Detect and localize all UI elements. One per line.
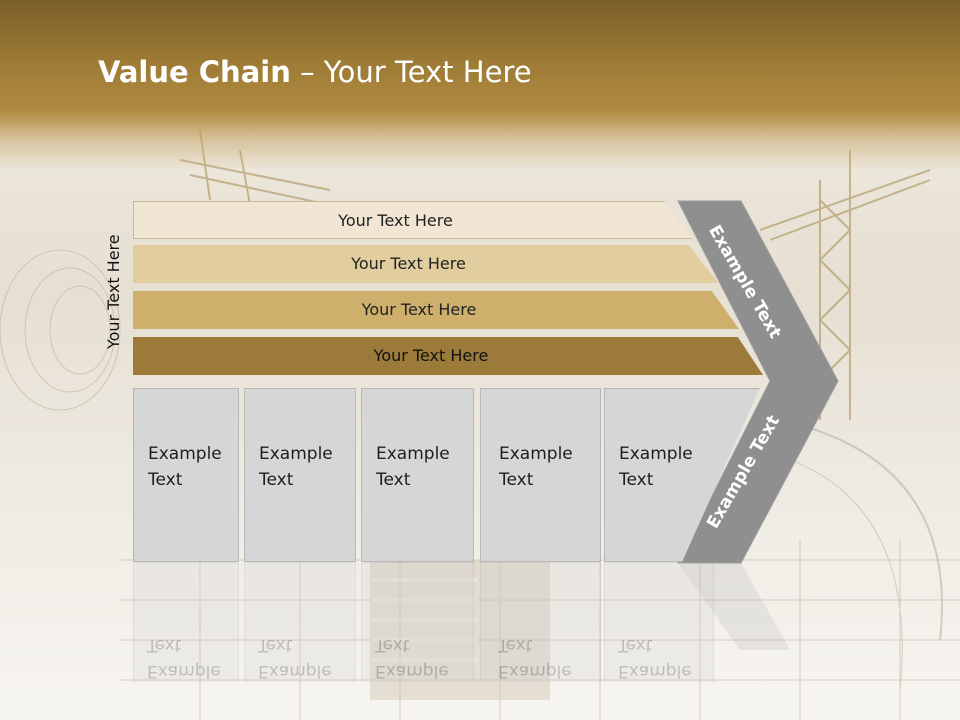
band-label: Your Text Here (361, 300, 477, 319)
card-line-1: Example (499, 444, 573, 464)
reflection-line-2: Text (618, 635, 653, 655)
reflection-line-2: Text (498, 635, 533, 655)
reflection-line-2: Text (375, 635, 410, 655)
card-line-2: Text (259, 470, 294, 490)
card-line-1: Example (376, 444, 450, 464)
card-line-2: Text (619, 470, 654, 490)
card-reflection-4: Example Text (480, 562, 601, 682)
title-rest: – Your Text Here (290, 55, 532, 89)
reflection-line-1: Example (618, 661, 692, 681)
slide-title: Value Chain – Your Text Here (98, 55, 532, 89)
header-band (0, 0, 960, 170)
band-row-2: Your Text Here (133, 245, 718, 283)
card-reflection-5: Example Text (604, 562, 714, 682)
reflection-line-2: Text (258, 635, 293, 655)
reflection-line-1: Example (258, 661, 332, 681)
band-row-3: Your Text Here (133, 291, 739, 329)
card-line-1: Example (148, 444, 222, 464)
card-reflection-2: Example Text (244, 562, 356, 682)
reflection-line-1: Example (375, 661, 449, 681)
band-label: Your Text Here (373, 346, 489, 365)
band-row-4: Your Text Here (133, 337, 763, 375)
card-line-2: Text (376, 470, 411, 490)
card-line-2: Text (499, 470, 534, 490)
title-bold: Value Chain (98, 55, 291, 89)
reflection-line-1: Example (147, 661, 221, 681)
band-label: Your Text Here (338, 211, 453, 230)
card-line-1: Example (619, 444, 693, 464)
reflection-line-2: Text (147, 635, 182, 655)
band-row-1: Your Text Here (133, 201, 692, 239)
card-line-2: Text (148, 470, 183, 490)
reflection-line-1: Example (498, 661, 572, 681)
card-line-1: Example (259, 444, 333, 464)
band-label: Your Text Here (351, 254, 466, 273)
card-reflection-1: Example Text (133, 562, 239, 682)
card-reflection-3: Example Text (361, 562, 474, 682)
